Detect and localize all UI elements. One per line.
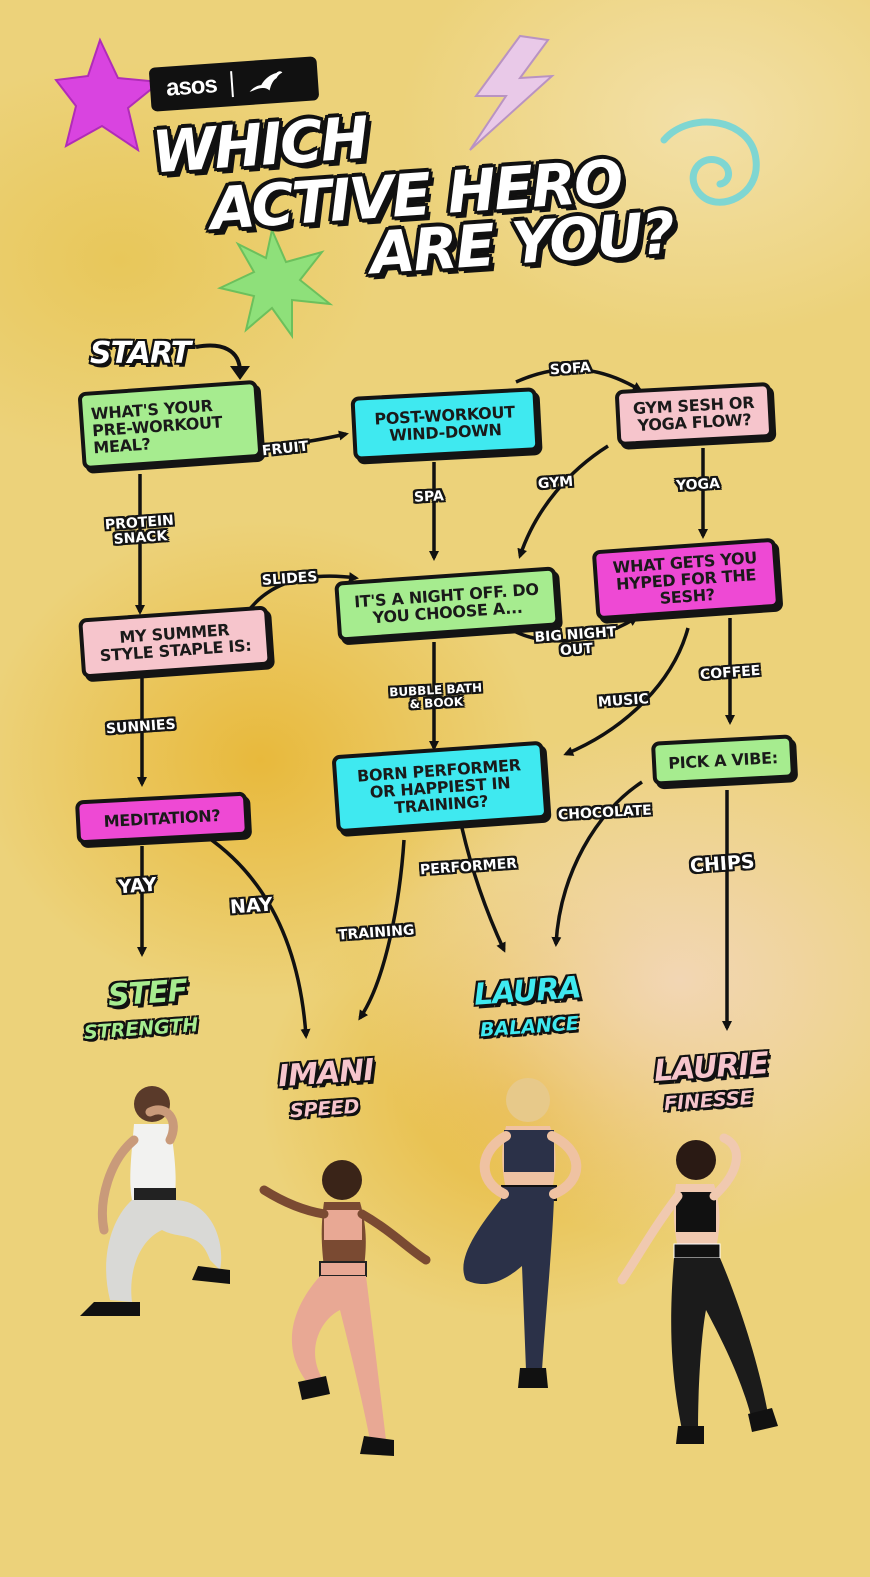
hero-name-laura: LAURA: [472, 970, 582, 1013]
label-spa: SPA: [413, 488, 445, 506]
athlete-photo-laura: [463, 1078, 582, 1388]
node-performer-or-training: BORN PERFORMER OR HAPPIEST IN TRAINING?: [331, 740, 549, 834]
edge-sofa: [515, 367, 643, 392]
athlete-photo-stef: [80, 1086, 230, 1316]
starburst-icon: [216, 226, 334, 340]
label-bubble-bath: BUBBLE BATH & BOOK: [388, 680, 483, 712]
edge-gym: [517, 444, 609, 559]
edge-music: [563, 627, 690, 756]
label-yoga: YOGA: [675, 475, 721, 495]
start-label: START: [90, 336, 191, 371]
label-chips: CHIPS: [689, 850, 756, 878]
label-yay: YAY: [117, 873, 158, 899]
label-nay: NAY: [229, 893, 274, 919]
node-post-workout: POST-WORKOUT WIND-DOWN: [350, 387, 540, 461]
node-pick-vibe: PICK A VIBE:: [650, 734, 796, 786]
hero-name-imani: IMANI: [276, 1052, 375, 1095]
edge-nay: [205, 834, 311, 1039]
puma-cat-icon: [249, 71, 283, 92]
star-icon: [54, 37, 163, 153]
label-sofa: SOFA: [549, 359, 592, 379]
decorations: [54, 34, 760, 380]
edge-slides: [244, 572, 359, 616]
edge-chocolate: [551, 780, 643, 947]
edge-big-night: [511, 616, 639, 643]
node-meditation: MEDITATION?: [74, 791, 250, 845]
label-gym: GYM: [537, 473, 574, 493]
start-arrow-icon: [195, 343, 250, 380]
node-gym-or-yoga: GYM SESH OR YOGA FLOW?: [614, 381, 774, 447]
label-protein-snack: PROTEIN SNACK: [104, 512, 175, 548]
athlete-photo-imani: [259, 1160, 431, 1456]
node-hyped: WHAT GETS YOU HYPED FOR THE SESH?: [591, 537, 781, 621]
athlete-photo-laurie: [617, 1133, 778, 1444]
brand-logo: asos: [148, 56, 320, 112]
edge-performer: [460, 827, 506, 953]
hero-name-stef: STEF: [106, 973, 189, 1014]
spiral-icon: [660, 118, 760, 206]
lightning-bolt-icon: [469, 34, 555, 151]
edge-training: [358, 839, 406, 1021]
node-pre-workout-meal: WHAT'S YOUR PRE-WORKOUT MEAL?: [77, 379, 263, 471]
